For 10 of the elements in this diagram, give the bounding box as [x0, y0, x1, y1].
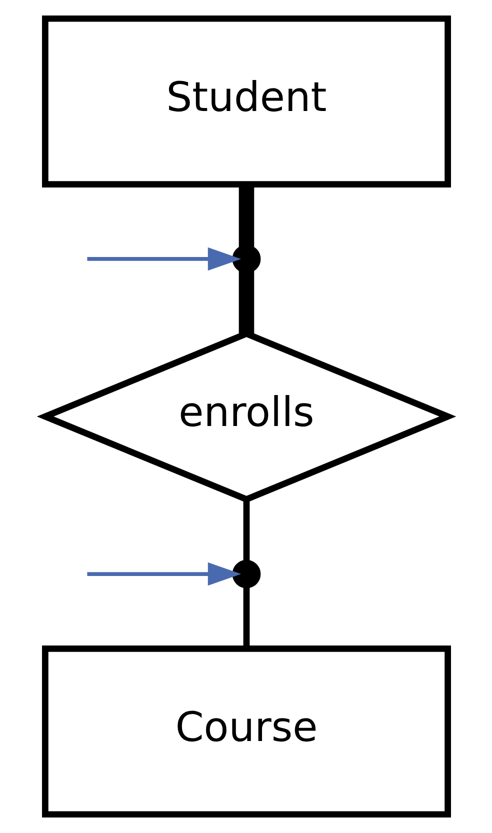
connector — [238, 270, 254, 334]
node-point — [232, 560, 260, 588]
node-box: Course — [42, 646, 450, 818]
node-point — [232, 244, 260, 274]
arrow — [86, 247, 241, 271]
node-box: Student — [42, 15, 450, 188]
arrow — [86, 562, 241, 586]
connector — [242, 586, 250, 648]
connector — [242, 500, 250, 562]
connector — [238, 184, 254, 248]
